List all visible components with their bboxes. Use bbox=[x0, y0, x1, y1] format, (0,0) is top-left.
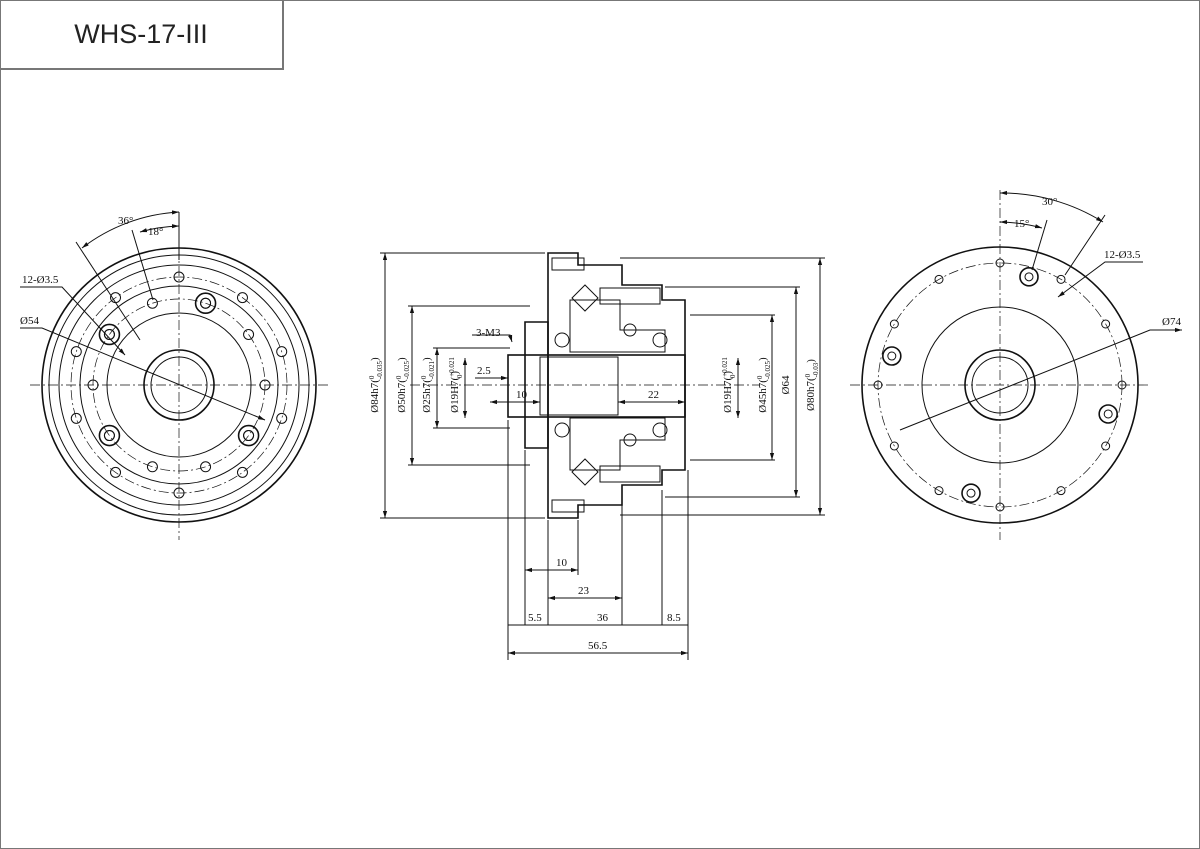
mounting-hole bbox=[1101, 319, 1111, 329]
mounting-hole bbox=[889, 441, 899, 451]
right-diameter-label: Ø74 bbox=[1162, 316, 1181, 328]
inner-hole bbox=[87, 379, 99, 391]
tapped-hole-core bbox=[1103, 409, 1113, 419]
outer-hole bbox=[173, 487, 185, 499]
right-angle-15: 15° bbox=[1014, 218, 1029, 230]
outer-hole bbox=[70, 412, 82, 424]
diameter-d64: Ø64 bbox=[780, 375, 792, 394]
title-block: WHS-17-III bbox=[0, 0, 284, 70]
tapped-hole-core bbox=[1024, 272, 1034, 282]
bearing-icons bbox=[554, 284, 668, 486]
mounting-hole bbox=[1056, 486, 1066, 496]
front-view-left: 36° 18° 12-Ø3.5 Ø54 bbox=[20, 210, 330, 540]
inner-hole bbox=[243, 328, 255, 340]
outer-hole bbox=[70, 346, 82, 358]
inner-hole bbox=[146, 297, 158, 309]
drawing-title: WHS-17-III bbox=[74, 18, 208, 49]
tapped-hole-core bbox=[887, 351, 897, 361]
dim-36: 36 bbox=[597, 612, 609, 624]
tapped-hole-icon bbox=[98, 424, 121, 447]
thread-label: 3-M3 bbox=[476, 327, 501, 339]
outer-hole bbox=[173, 271, 185, 283]
diameter-d84: Ø84h7(0-0.035) bbox=[368, 357, 384, 413]
mounting-hole bbox=[889, 319, 899, 329]
dim-10-bottom: 10 bbox=[556, 557, 568, 569]
tapped-hole-icon bbox=[1098, 404, 1118, 424]
dim-23: 23 bbox=[578, 585, 590, 597]
mounting-hole bbox=[995, 258, 1005, 268]
section-view: 3-M3 2.5 10 22 10 23 5.5 36 8.5 56.5 Ø84… bbox=[368, 252, 825, 660]
mounting-hole bbox=[934, 486, 944, 496]
mounting-hole bbox=[1056, 274, 1066, 284]
outer-hole bbox=[276, 412, 288, 424]
right-angle-30: 30° bbox=[1042, 196, 1057, 208]
dim-10-shaft: 10 bbox=[516, 389, 528, 401]
tapped-hole-core bbox=[103, 328, 115, 340]
diameter-d19l: Ø19H7(+0.0210) bbox=[448, 357, 464, 413]
outer-hole bbox=[110, 466, 122, 478]
mounting-hole bbox=[995, 502, 1005, 512]
dim-56-5: 56.5 bbox=[588, 640, 608, 652]
inner-hole bbox=[200, 461, 212, 473]
tapped-hole-icon bbox=[961, 483, 981, 503]
outer-hole bbox=[110, 292, 122, 304]
tapped-hole-icon bbox=[882, 346, 902, 366]
mounting-hole bbox=[934, 274, 944, 284]
inner-hole bbox=[259, 379, 271, 391]
dim-5-5: 5.5 bbox=[528, 612, 542, 624]
rear-view-right: 30° 15° 12-Ø3.5 Ø74 bbox=[850, 190, 1182, 540]
tapped-hole-icon bbox=[237, 424, 260, 447]
mounting-hole bbox=[1117, 380, 1127, 390]
tapped-hole-core bbox=[966, 488, 976, 498]
dim-2-5: 2.5 bbox=[477, 365, 491, 377]
diameter-d25: Ø25h7(0-0.021) bbox=[420, 357, 436, 413]
diameter-d19r: Ø19H7(+0.0210) bbox=[721, 357, 737, 413]
tapped-hole-core bbox=[200, 297, 212, 309]
mounting-hole bbox=[1101, 441, 1111, 451]
dim-8-5: 8.5 bbox=[667, 612, 681, 624]
inner-hole bbox=[146, 461, 158, 473]
diameter-d45: Ø45h7(0-0.025) bbox=[756, 357, 772, 413]
tapped-hole-icon bbox=[1019, 267, 1039, 287]
dim-22: 22 bbox=[648, 389, 659, 401]
diameter-d50: Ø50h7(0-0.025) bbox=[395, 357, 411, 413]
left-diameter-label: Ø54 bbox=[20, 315, 39, 327]
mounting-hole bbox=[873, 380, 883, 390]
outer-hole bbox=[236, 466, 248, 478]
left-angle-18: 18° bbox=[148, 226, 163, 238]
left-angle-36: 36° bbox=[118, 215, 133, 227]
outer-hole bbox=[236, 292, 248, 304]
tapped-hole-core bbox=[103, 430, 115, 442]
tapped-hole-core bbox=[243, 430, 255, 442]
left-holes-label: 12-Ø3.5 bbox=[22, 274, 59, 286]
tapped-hole-icon bbox=[194, 292, 217, 315]
diameter-d80: Ø80h7(0-0.03) bbox=[804, 359, 820, 411]
outer-hole bbox=[276, 346, 288, 358]
tapped-hole-icon bbox=[98, 323, 121, 346]
right-holes-label: 12-Ø3.5 bbox=[1104, 249, 1141, 261]
